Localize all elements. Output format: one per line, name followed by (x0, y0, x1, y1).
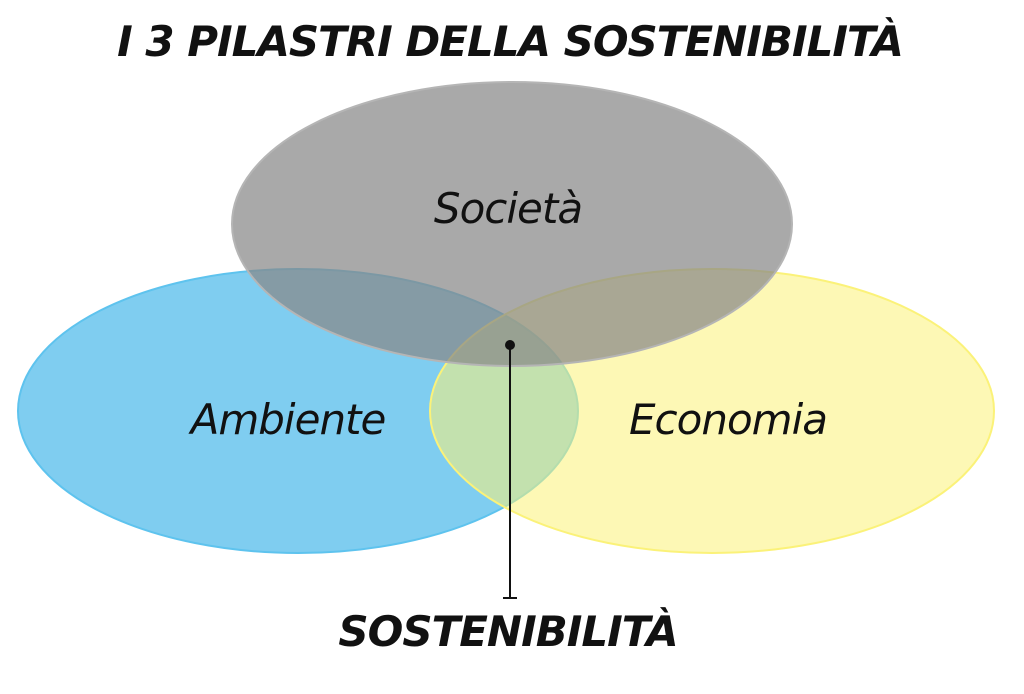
societa-label: Società (434, 184, 582, 233)
societa-ellipse (231, 81, 793, 367)
sostenibilita-label: SOSTENIBILITÀ (338, 606, 677, 656)
diagram-title: I 3 PILASTRI DELLA SOSTENIBILITÀ (117, 16, 903, 66)
economia-label: Economia (629, 395, 827, 444)
ambiente-label: Ambiente (188, 395, 386, 444)
